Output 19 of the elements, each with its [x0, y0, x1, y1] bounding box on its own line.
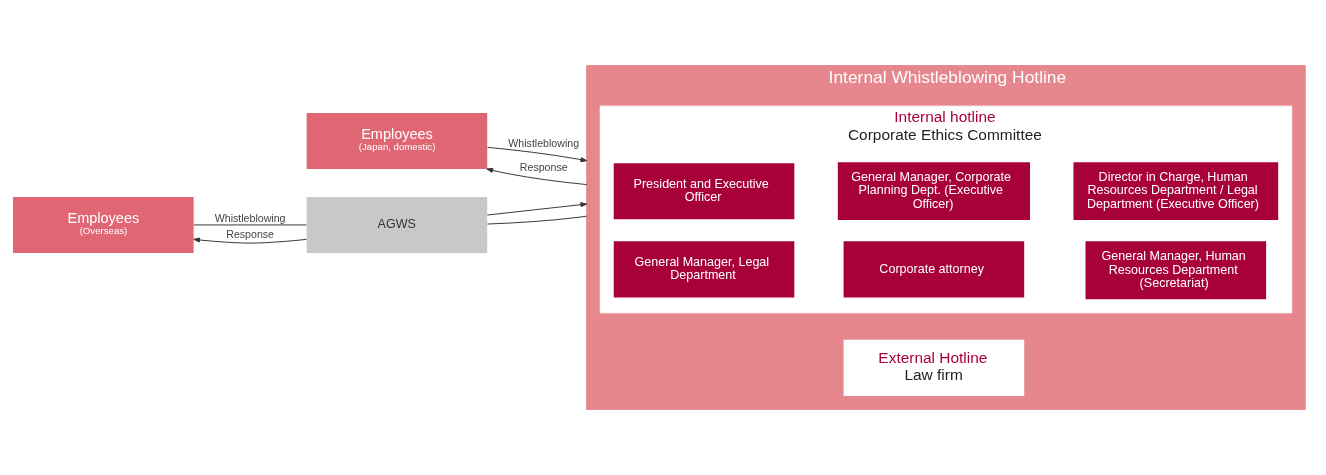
node-box: General Manager, Human Resources Department (Secretariat) — [1085, 241, 1267, 300]
node-box: Employees (Japan, domestic) — [306, 112, 488, 169]
node-box: President and Executive Officer — [613, 163, 795, 220]
edge-label: Whistleblowing — [214, 211, 286, 224]
arrow — [487, 146, 588, 163]
edge-label: Whistleblowing — [508, 136, 580, 149]
node-box: Corporate attorney — [843, 241, 1025, 298]
connector — [487, 215, 588, 225]
node-box: External Hotline Law firm — [843, 339, 1025, 396]
node-box: Director in Charge, Human Resources Department / Legal Department (Executive Officer) — [1073, 162, 1279, 221]
node-box: AGWS — [306, 196, 488, 253]
arrow — [193, 237, 307, 244]
edge-label: Response — [519, 160, 568, 173]
node-box: General Manager, Corporate Planning Dept. (Executive Officer) — [837, 162, 1030, 221]
edge-label: Response — [226, 228, 275, 241]
arrow — [486, 202, 588, 216]
arrow — [486, 167, 588, 186]
node-box: Employees (Overseas) — [13, 196, 194, 253]
node-box: General Manager, Legal Department — [613, 241, 795, 298]
